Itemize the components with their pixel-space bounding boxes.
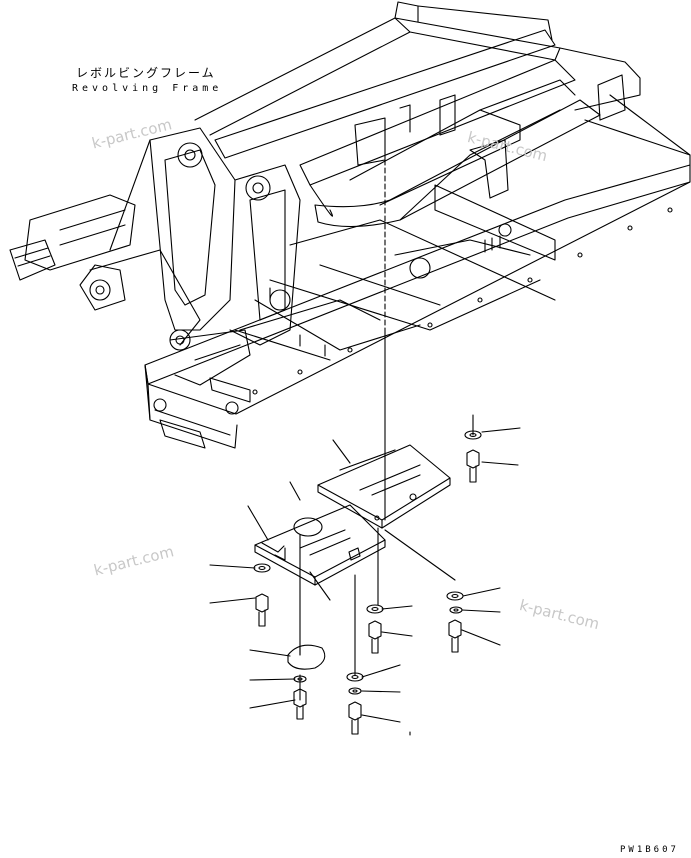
washer — [253, 563, 271, 573]
washer — [366, 604, 384, 614]
washer — [348, 687, 362, 695]
washer — [464, 430, 482, 440]
leader-line — [384, 529, 456, 581]
bolt — [348, 701, 362, 735]
bolt — [255, 593, 269, 627]
bolt — [466, 449, 480, 483]
bolt — [448, 619, 462, 653]
drawing-code: PW1B607 — [620, 845, 679, 855]
diagram-title-japanese: レボルビングフレーム — [76, 66, 216, 80]
cover-plate-left — [254, 504, 386, 586]
cover-plate-right — [317, 444, 451, 529]
washer — [449, 606, 463, 614]
bolt — [293, 688, 307, 720]
bolt — [368, 620, 382, 654]
diagram-title-english: Revolving Frame — [72, 83, 223, 94]
callout-leaders — [209, 427, 521, 736]
washer — [446, 591, 464, 601]
plug — [287, 644, 326, 670]
revolving-frame — [9, 1, 691, 449]
